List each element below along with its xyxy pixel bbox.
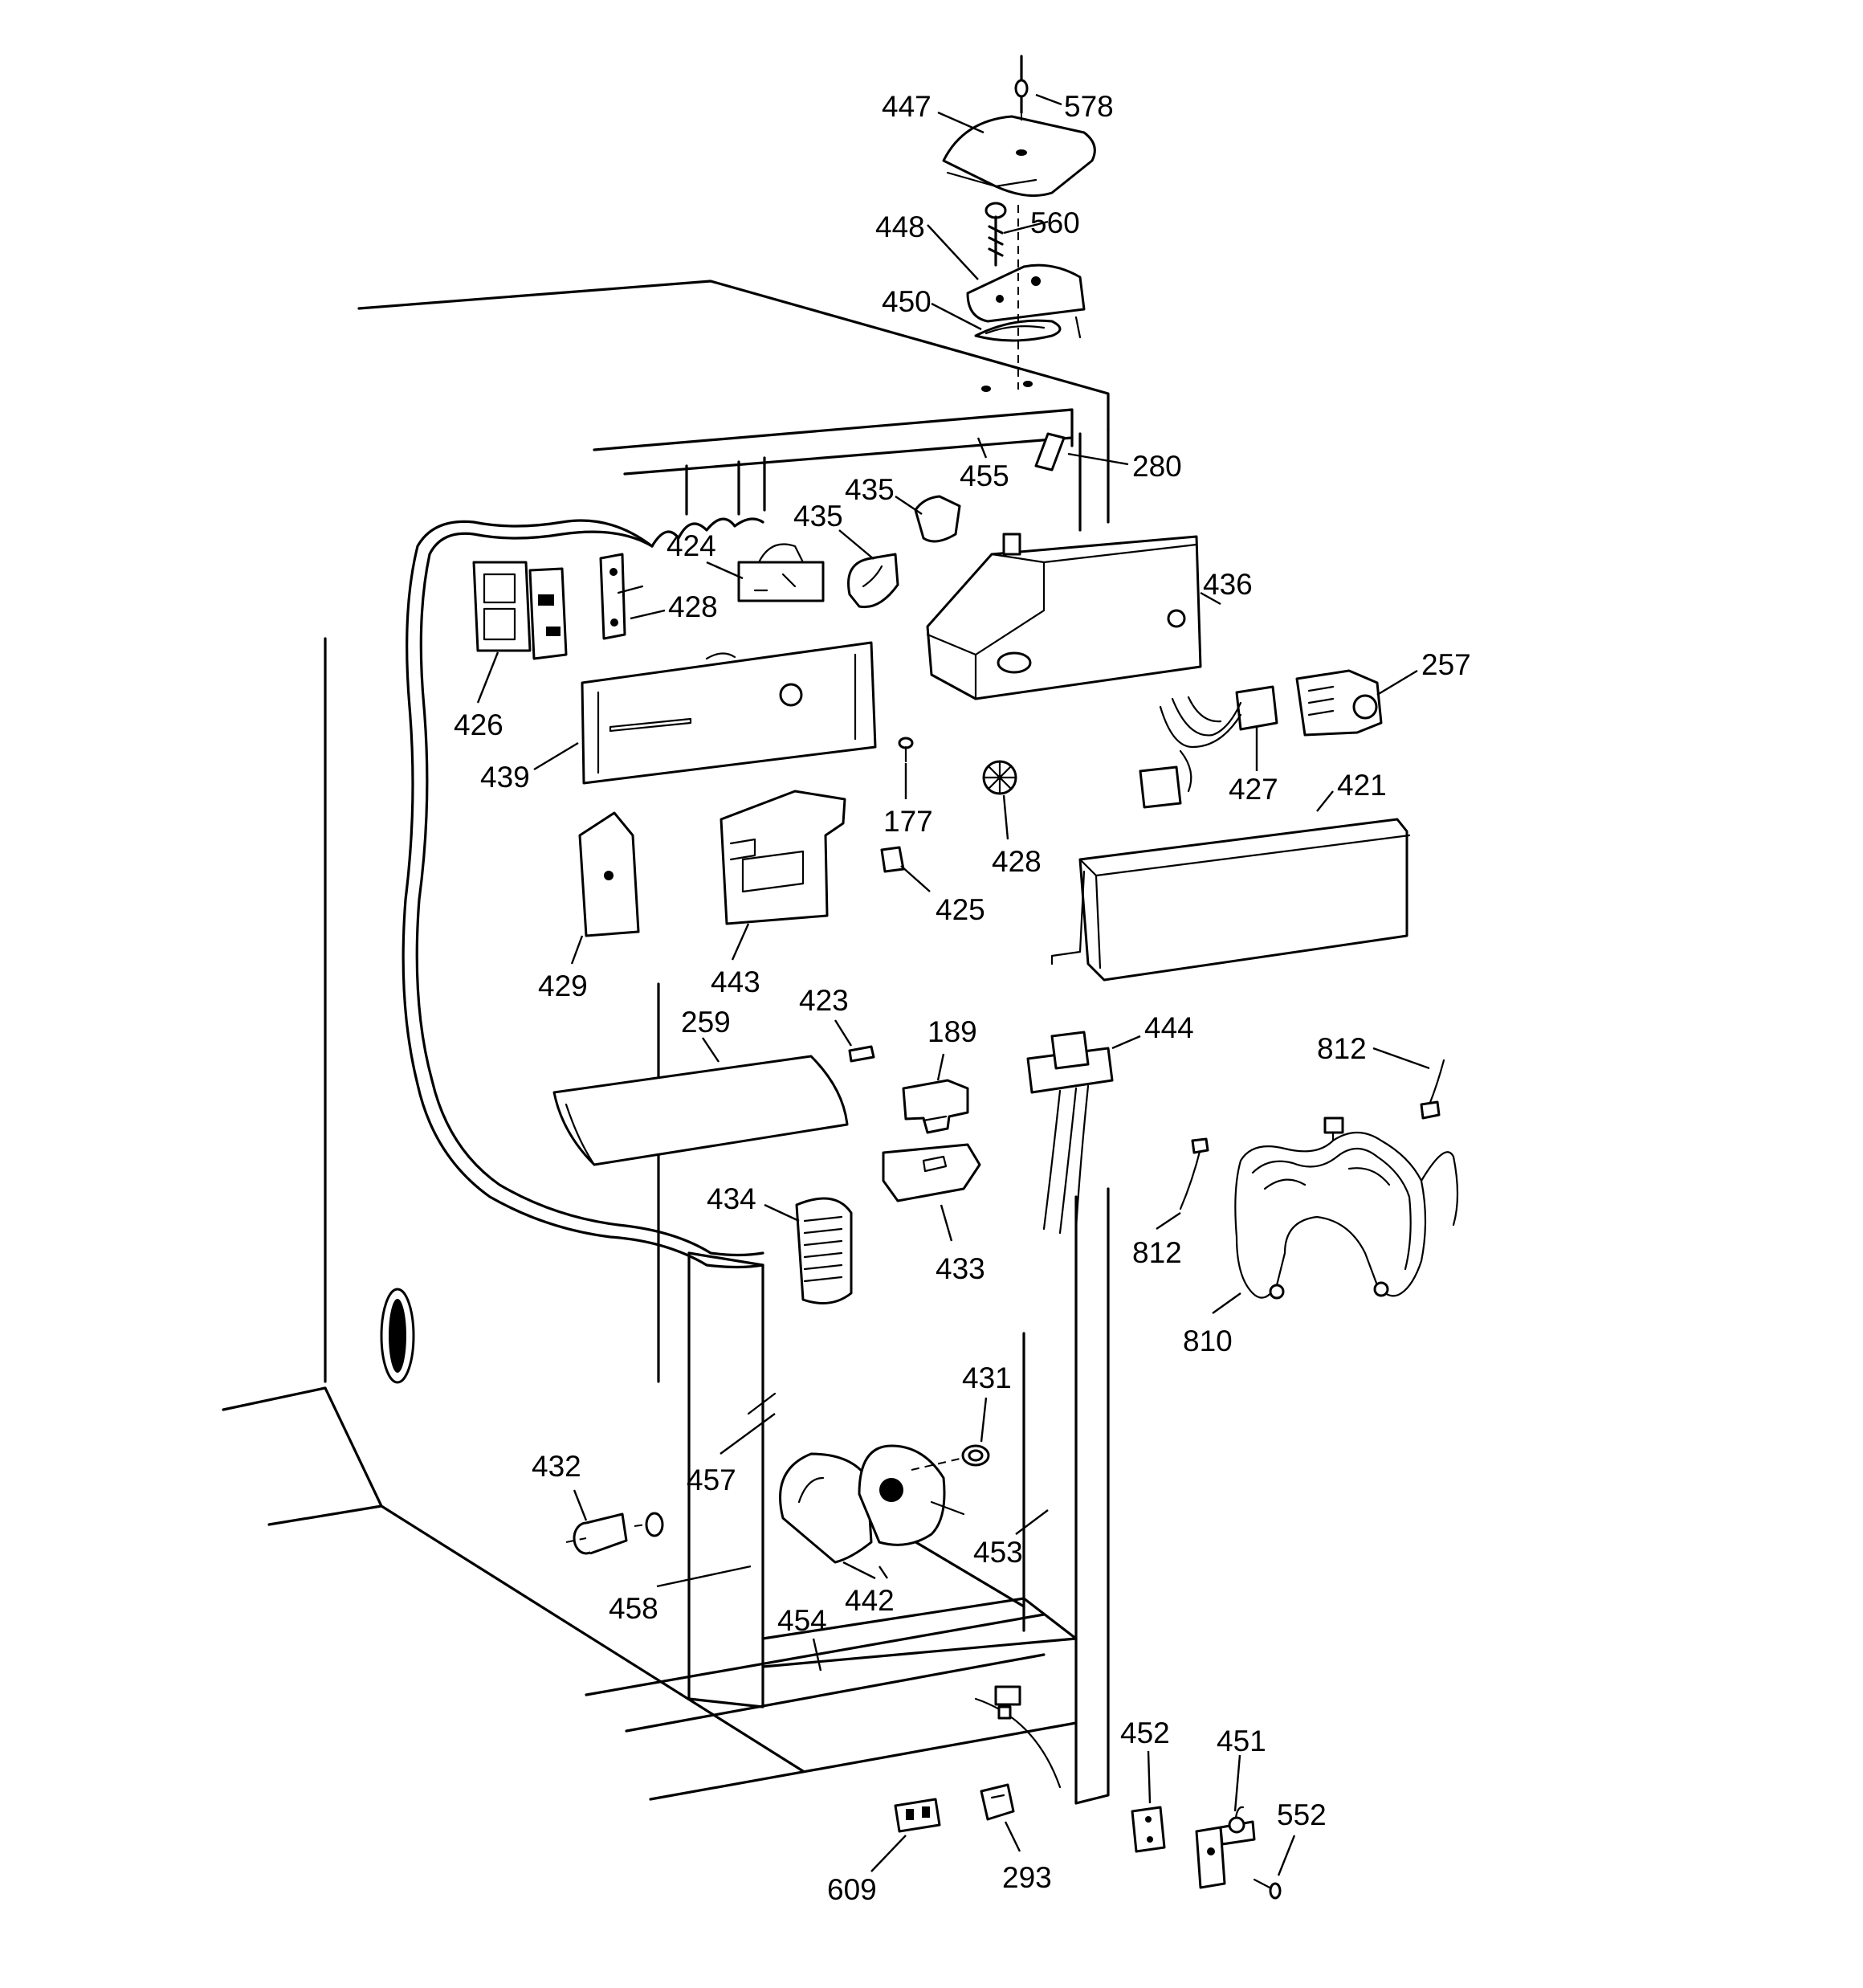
- wiring-harness-427-part: [1139, 685, 1278, 809]
- part-number-labels: 578 447 448 560 450 280 455 435 435 424 …: [454, 90, 1471, 1906]
- label-177: 177: [883, 805, 933, 838]
- light-bulb-part: [847, 553, 899, 609]
- dispenser-light-434-part: [795, 1197, 853, 1304]
- control-panel-439-part: [581, 641, 877, 785]
- label-458: 458: [609, 1592, 658, 1625]
- top-hinge-part: [966, 263, 1086, 339]
- label-439: 439: [480, 761, 530, 794]
- water-valve-444-part: [1026, 1031, 1114, 1235]
- bracket-429-part: [578, 811, 640, 937]
- label-812-upper: 812: [1317, 1032, 1367, 1065]
- label-436: 436: [1203, 568, 1253, 601]
- label-452: 452: [1120, 1717, 1170, 1749]
- trim-457-part: [747, 1392, 777, 1415]
- water-tube-812-lower-part: [1179, 1137, 1209, 1210]
- label-431: 431: [962, 1361, 1012, 1394]
- auger-motor-442-part: [779, 1444, 965, 1564]
- thermostat-knob-428-part: [982, 760, 1017, 795]
- label-426: 426: [454, 708, 503, 741]
- label-435-bulb: 435: [793, 500, 843, 533]
- leader-lines: [476, 93, 1430, 1876]
- air-damper-housing-part: [926, 533, 1202, 700]
- label-812-lower: 812: [1132, 1236, 1182, 1269]
- label-428-bracket: 428: [668, 590, 718, 623]
- label-457: 457: [687, 1463, 736, 1496]
- label-424: 424: [667, 529, 716, 562]
- screw-177-part: [898, 737, 914, 763]
- label-293: 293: [1002, 1861, 1052, 1894]
- light-shield-425-part: [880, 846, 905, 873]
- label-421: 421: [1337, 769, 1387, 802]
- tee-fitting-189-part: [902, 1079, 969, 1134]
- label-810: 810: [1183, 1325, 1233, 1357]
- label-560: 560: [1030, 206, 1080, 239]
- label-259: 259: [681, 1006, 731, 1039]
- control-switch-426-part: [472, 561, 568, 660]
- label-428-knob: 428: [992, 845, 1042, 878]
- mounting-plate-443-part: [720, 790, 846, 925]
- label-454: 454: [777, 1604, 827, 1637]
- label-425: 425: [936, 893, 985, 926]
- guide-432-part: [573, 1512, 664, 1555]
- bracket-433-part: [882, 1143, 981, 1202]
- label-448: 448: [875, 210, 925, 243]
- shelf-support-452-part: [1131, 1806, 1166, 1853]
- water-tube-812-upper-part: [1420, 1059, 1445, 1120]
- label-453: 453: [973, 1536, 1023, 1569]
- label-433: 433: [936, 1252, 985, 1285]
- connector-609-part: [894, 1798, 941, 1833]
- label-257: 257: [1421, 648, 1471, 681]
- label-455: 455: [960, 459, 1009, 492]
- light-shield-259-part: [552, 1055, 849, 1166]
- label-442: 442: [845, 1584, 895, 1617]
- hinge-screw-part: [1014, 55, 1029, 114]
- label-280: 280: [1132, 450, 1182, 483]
- light-switch-424-part: [737, 543, 825, 602]
- label-578: 578: [1064, 90, 1114, 123]
- label-435-socket: 435: [845, 473, 895, 506]
- screw-552-part: [1253, 1878, 1282, 1900]
- label-427: 427: [1229, 773, 1278, 806]
- bottom-hinge-451-part: [1195, 1806, 1256, 1889]
- nut-431-part: [961, 1444, 990, 1467]
- control-housing-421-part: [1050, 818, 1411, 982]
- switch-bracket-428-part: [599, 553, 644, 640]
- label-447: 447: [882, 90, 932, 123]
- defrost-timer-257-part: [1295, 669, 1383, 737]
- label-434: 434: [707, 1182, 756, 1215]
- label-432: 432: [532, 1450, 581, 1483]
- label-189: 189: [927, 1015, 977, 1048]
- lamp-socket-part: [914, 495, 961, 543]
- thermistor-423-part: [848, 1045, 875, 1063]
- label-552: 552: [1277, 1798, 1327, 1831]
- clip-293-part: [980, 1783, 1015, 1821]
- label-423: 423: [799, 984, 849, 1017]
- label-450: 450: [882, 285, 932, 318]
- label-429: 429: [538, 970, 588, 1002]
- label-451: 451: [1217, 1725, 1266, 1757]
- label-443: 443: [711, 965, 760, 998]
- light-socket-280-part: [1034, 432, 1066, 471]
- label-444: 444: [1144, 1011, 1194, 1044]
- label-609: 609: [827, 1873, 877, 1906]
- heater-810-part: [1234, 1116, 1459, 1300]
- hinge-bolt-part: [984, 202, 1007, 267]
- cabinet-frame: [222, 280, 1110, 1805]
- top-hinge-cover-part: [942, 115, 1096, 198]
